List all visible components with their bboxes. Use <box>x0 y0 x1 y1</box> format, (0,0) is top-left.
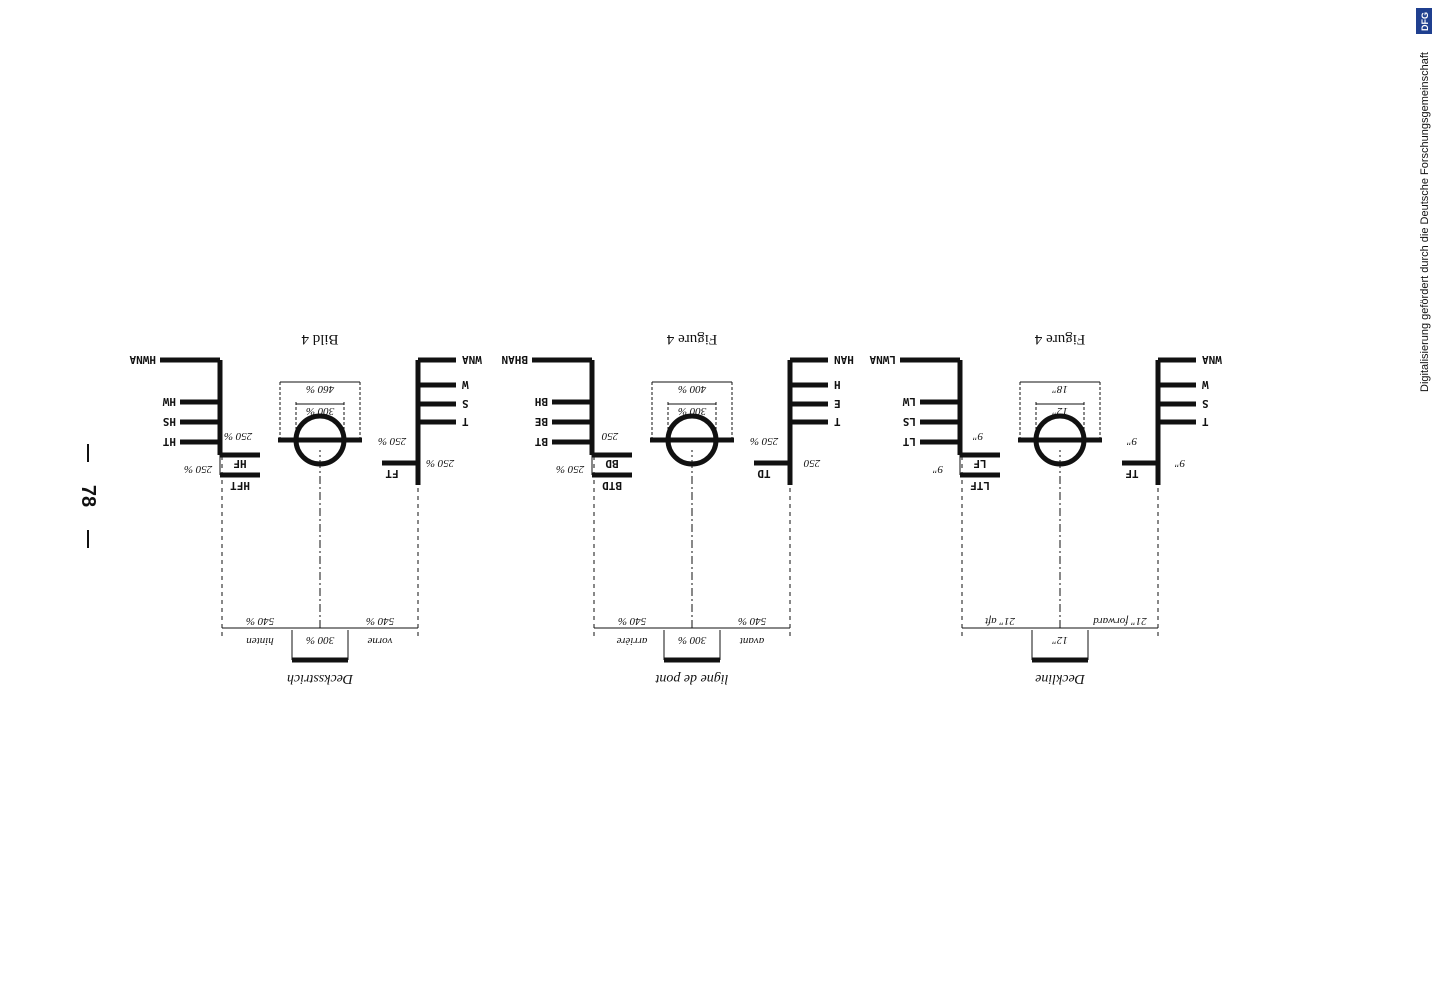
dim-bottom-left: 540 % <box>366 615 394 627</box>
right-comb-label-1: BH <box>535 395 548 408</box>
left-comb-label-3: T <box>1202 415 1209 428</box>
right-comb-base-2: HFT <box>230 479 250 492</box>
left-comb-base: TD <box>757 467 771 480</box>
load-line-figure-french: Figure 4 ligne de pont 540 % 540 % 300 % avan… <box>502 331 854 686</box>
dim-bottom-right: 540 % <box>246 615 274 627</box>
left-comb-label-2: S <box>1202 397 1209 410</box>
dim-word-left: avant <box>739 635 764 647</box>
right-comb-base-1: BD <box>605 457 619 470</box>
dfg-notice-group: Digitalisierung gefördert durch die Deut… <box>1419 52 1431 392</box>
disc-outer-dim: 400 % <box>678 383 706 395</box>
right-comb-dim-base: 9" <box>973 430 984 442</box>
left-comb-label-0: HAN <box>834 353 854 366</box>
disc-inner-dim: 12" <box>1052 405 1068 417</box>
left-comb-label-1: H <box>834 378 841 391</box>
left-comb-label-2: E <box>834 397 841 410</box>
dim-word-right: hinten <box>246 635 274 647</box>
dim-bottom-left: 540 % <box>738 615 766 627</box>
disc-inner-dim: 300 % <box>678 405 707 417</box>
right-comb-label-2: BE <box>535 415 548 428</box>
right-comb-base-2: BTD <box>602 479 622 492</box>
left-comb-label-3: T <box>462 415 469 428</box>
left-comb-dim-base: 250 <box>803 457 820 469</box>
figure-title: Bild 4 <box>301 331 339 347</box>
left-comb-dim-step: 9" <box>1127 435 1138 447</box>
left-comb-label-0: WNA <box>462 353 482 366</box>
right-comb-base-2: LTF <box>970 479 990 492</box>
dfg-notice-text: Digitalisierung gefördert durch die Deut… <box>1419 52 1431 392</box>
left-comb-base: FT <box>385 467 399 480</box>
right-comb-base-1: HF <box>233 457 246 470</box>
right-comb-label-3: LT <box>902 435 916 448</box>
left-comb-label-1: W <box>1202 378 1209 391</box>
left-comb-base: TF <box>1125 467 1138 480</box>
left-comb-label-2: S <box>462 397 469 410</box>
disc-outer-dim: 18" <box>1052 383 1068 395</box>
deck-line-caption: ligne de pont <box>654 671 728 686</box>
dfg-logo-text: DFG <box>1420 12 1430 31</box>
disc-outer-dim: 460 % <box>306 383 334 395</box>
left-comb-dim-base: 9" <box>1175 457 1186 469</box>
dim-bottom-left: 21" forward <box>1093 615 1147 627</box>
load-line-figure-english: Figure 4 Deckline 21" forward 21" aft 12" 18"… <box>869 331 1222 686</box>
right-comb-dim-base: 250 % <box>224 430 252 442</box>
right-comb-base-1: LF <box>973 457 986 470</box>
dim-word-left: vorne <box>367 635 392 647</box>
right-comb-dim-step: 9" <box>933 463 944 475</box>
left-comb-dim-step: 250 % <box>378 435 406 447</box>
right-comb-label-3: BT <box>534 435 548 448</box>
left-comb-label-1: W <box>462 378 469 391</box>
dim-word-right: arrière <box>617 635 648 647</box>
right-comb-label-2: LS <box>903 415 916 428</box>
dfg-logo-group: DFG <box>1416 8 1432 34</box>
right-comb-label-0: HWNA <box>129 353 156 366</box>
left-comb-label-0: WNA <box>1202 353 1222 366</box>
right-comb-label-3: HT <box>162 435 176 448</box>
right-comb-label-1: LW <box>902 395 916 408</box>
left-comb-label-3: T <box>834 415 841 428</box>
left-comb-dim-step: 250 % <box>750 435 778 447</box>
deck-line-caption: Deckline <box>1035 671 1086 686</box>
disc-inner-dim: 300 % <box>306 405 335 417</box>
page-number-group: 78 <box>77 444 99 548</box>
load-line-figure-german: Bild 4 Decksstrich 540 % 540 % 300 % vorne hin… <box>129 331 482 686</box>
figure-title: Figure 4 <box>1034 331 1085 347</box>
figures-root: Bild 4 Decksstrich 540 % 540 % 300 % vorne hin… <box>129 331 1222 686</box>
right-comb-label-0: LWNA <box>869 353 896 366</box>
dfg-logo-badge <box>1416 8 1432 34</box>
right-comb-label-2: HS <box>163 415 176 428</box>
dim-bottom-right: 21" aft <box>984 615 1015 627</box>
dim-bottom-center: 12" <box>1052 634 1068 646</box>
right-comb-dim-base: 250 <box>601 430 618 442</box>
right-comb-dim-step: 250 % <box>556 463 584 475</box>
left-comb-dim-base: 250 % <box>426 457 454 469</box>
right-comb-label-0: BHAN <box>502 353 529 366</box>
page-number: 78 <box>77 485 99 507</box>
right-comb-label-1: HW <box>162 395 176 408</box>
right-comb-dim-step: 250 % <box>184 463 212 475</box>
deck-line-caption: Decksstrich <box>287 671 354 686</box>
figure-title: Figure 4 <box>666 331 717 347</box>
dim-bottom-center: 300 % <box>306 634 335 646</box>
dim-bottom-center: 300 % <box>678 634 707 646</box>
dim-bottom-right: 540 % <box>618 615 646 627</box>
